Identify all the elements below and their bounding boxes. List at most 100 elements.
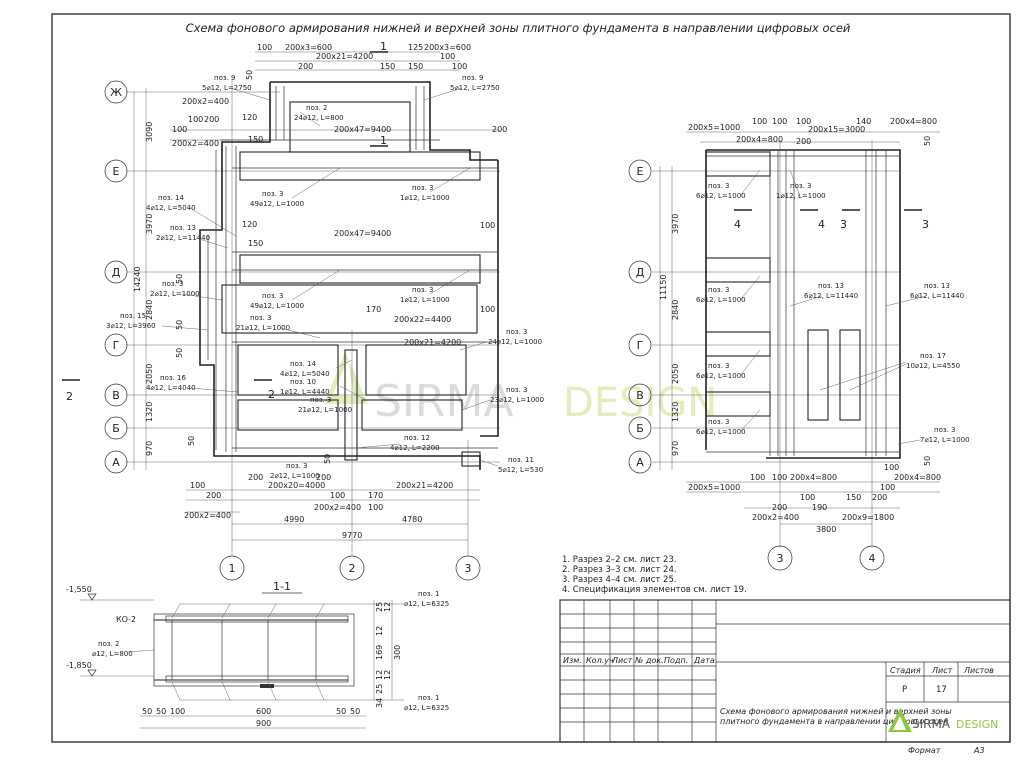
section-right-dim-3: 12 [375,626,384,636]
section-slab [153,613,355,687]
right-vert-dim-1: 3970 [671,214,680,234]
left-inner-dim-7: 100 [480,305,495,314]
sheet-frame [51,13,1011,743]
right-bottom-dim-8: 190 [812,503,827,512]
left-top-dim-6: 200 [298,62,313,71]
right-bottom-dim-15: 50 [923,456,932,466]
left-span-dim-3: 9770 [342,531,362,540]
right-bottom-dim-14: 100 [880,483,895,492]
left-bottom-dim-5: 200x20=4000 [268,481,325,490]
left-plan-rebar-zones [221,101,481,467]
right-section-mark-label: 3 [840,218,847,231]
pos-label: поз. 3 [262,190,284,198]
pos-spec: 6⌀12, L=1000 [696,428,746,436]
pos-label: поз. 3 [708,418,730,426]
pos-spec: 24⌀12, L=1000 [488,338,542,346]
left-small-dim-2: 50 [175,274,184,284]
left-bottom-dim-11: 100 [368,503,383,512]
pos-label: поз. 3 [250,314,272,322]
stamp-header-4: № док. [634,656,664,665]
right-plan: 4 4 3 3 200x5=1000 100 100 100 140 200x4… [628,117,970,571]
left-vert-dim-6: 1320 [145,402,154,422]
left-bottom-dim-1: 100 [190,481,205,490]
right-bottom-dim-9: 150 [846,493,861,502]
pos-spec: 21⌀12, L=1000 [298,406,352,414]
left-small-dim-4: 50 [175,348,184,358]
axis-bubble-label: 1 [229,562,236,575]
section-right-dim-2: 12 [383,602,392,612]
section-pos-left-spec: ⌀12, L=800 [92,650,133,658]
left-inner-dim-9: 150 [248,135,263,144]
right-top-dim-2: 100 [752,117,767,126]
note-2: 2. Разрез 3–3 см. лист 24. [562,565,677,575]
right-top-dim-6: 200x4=800 [890,117,937,126]
left-bottom-dim-8: 200x2=400 [314,503,361,512]
stamp-header-2: Кол.уч [586,656,614,665]
left-letter-axis-bubbles: Ж Е Д Г В Б А [104,80,128,474]
pos-label: поз. 3 [310,396,332,404]
axis-bubble-label: Б [636,422,644,435]
right-top-dim-5: 140 [856,117,871,126]
left-top-dim-7: 150 [380,62,395,71]
watermark-text-2: DESIGN [563,380,717,426]
axis-bubble-label: Ж [110,86,122,99]
pos-spec: 6⌀12, L=1000 [696,296,746,304]
axis-bubble-label: 3 [777,552,784,565]
pos-label: поз. 13 [924,282,950,290]
pos-spec: 6⌀12, L=1000 [696,192,746,200]
pos-label: поз. 3 [506,328,528,336]
right-plan-long-bars [706,150,900,456]
pos-label: поз. 12 [404,434,430,442]
section-right-dimension-lines [373,600,393,700]
left-inner-dim-6: 100 [480,221,495,230]
pos-label: поз. 14 [158,194,184,202]
pos-label: поз. 3 [708,362,730,370]
left-number-axis-bubbles: 1 2 3 [219,555,481,581]
left-bottom-dim-10: 200x21=4200 [396,481,453,490]
pos-spec: 5⌀12, L=2750 [450,84,500,92]
pos-label: поз. 3 [506,386,528,394]
right-top-dim-8: 200x4=800 [736,135,783,144]
pos-spec: 10⌀12, L=4550 [906,362,960,370]
axis-bubble-label: 4 [869,552,876,565]
right-section-marks: 4 4 3 3 [734,209,929,231]
right-top-dim-1: 200x5=1000 [688,123,740,132]
pos-label: поз. 2 [306,104,328,112]
section-bottom-dim-7: 900 [256,719,271,728]
section-pos-top: поз. 1 [418,590,440,598]
left-inner-dim-11: 150 [248,239,263,248]
pos-label: поз. 14 [290,360,316,368]
note-4: 4. Спецификация элементов см. лист 19. [562,585,747,595]
pos-spec: 24⌀12, L=800 [294,114,344,122]
left-small-dim-1: 50 [245,70,254,80]
right-vert-dim-3: 2840 [671,300,680,320]
left-top-dim-10: 100 [452,62,467,71]
pos-label: поз. 17 [920,352,946,360]
pos-spec: 2⌀12, L=11440 [156,234,210,242]
section-title: 1-1 [273,580,291,593]
left-plan-vertical-dimension-lines [133,88,147,470]
section-pos-left: поз. 2 [98,640,120,648]
pos-label: поз. 3 [262,292,284,300]
section-bottom-dim-1: 50 [142,707,152,716]
axis-bubble-label: Д [636,266,645,279]
right-span-dim: 3800 [816,525,836,534]
section-pos-top-spec: ⌀12, L=6325 [404,600,449,608]
left-inner-dim-10: 120 [242,220,257,229]
section-bottom-dim-2: 50 [156,707,166,716]
left-plan-bottom-dimension-lines [186,489,480,541]
right-bottom-dim-12: 200x4=800 [894,473,941,482]
section-pos-bottom: поз. 1 [418,694,440,702]
company-logo: SIRMA DESIGN [888,708,998,732]
axis-bubble-label: 3 [465,562,472,575]
pos-label: поз. 3 [412,286,434,294]
pos-label: поз. 9 [462,74,484,82]
pos-spec: 1⌀12, L=4440 [280,388,330,396]
pos-spec: 1⌀12, L=1000 [776,192,826,200]
left-section-mark-2-label-2: 2 [268,388,275,401]
section-bottom-dim-6: 50 [350,707,360,716]
left-side-dim-2: 100 [188,115,203,124]
section-bottom-dim-4: 600 [256,707,271,716]
pos-spec: 49⌀12, L=1000 [250,200,304,208]
left-section-mark-top-label: 1 [380,40,387,53]
